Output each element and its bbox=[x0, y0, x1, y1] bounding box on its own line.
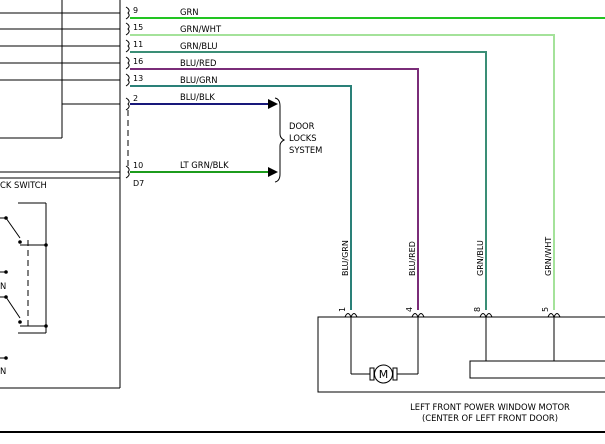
wire-label: BLU/GRN bbox=[180, 75, 218, 85]
motor-inner-box bbox=[469, 360, 605, 379]
vertical-wire-label: GRN/BLU bbox=[476, 240, 485, 276]
motor-subtitle: (CENTER OF LEFT FRONT DOOR) bbox=[422, 413, 558, 423]
motor-brush bbox=[392, 367, 398, 381]
motor-terminal bbox=[411, 313, 425, 319]
connector-bracket bbox=[125, 73, 130, 87]
vertical-wire-label: GRN/WHT bbox=[544, 237, 553, 276]
wire-label: GRN bbox=[180, 7, 199, 17]
wire-grn-blu bbox=[130, 51, 487, 310]
lock-switch-label: CK SWITCH bbox=[0, 180, 47, 190]
wire-label: BLU/RED bbox=[180, 58, 217, 68]
pin-number: 10 bbox=[133, 161, 143, 170]
motor-pin-number: 5 bbox=[541, 307, 550, 312]
connector-bracket bbox=[125, 6, 130, 20]
vertical-wire-label: BLU/GRN bbox=[341, 240, 350, 276]
left-module: CK SWITCH N N bbox=[0, 0, 121, 389]
switch-mark: N bbox=[0, 281, 6, 291]
door-locks-bracket bbox=[274, 97, 286, 183]
motor-title: LEFT FRONT POWER WINDOW MOTOR bbox=[410, 402, 570, 412]
wire-blu-grn bbox=[130, 85, 352, 310]
vertical-wire-label: BLU/RED bbox=[408, 241, 417, 276]
connector-bracket bbox=[125, 97, 130, 111]
motor-terminal bbox=[344, 313, 358, 319]
wires bbox=[130, 17, 605, 310]
wire-label: LT GRN/BLK bbox=[180, 160, 229, 170]
wire-label: GRN/BLU bbox=[180, 41, 218, 51]
motor-box bbox=[317, 316, 605, 393]
door-locks-label: LOCKS bbox=[289, 133, 317, 143]
connector bbox=[125, 6, 130, 179]
door-locks-label: DOOR bbox=[289, 121, 315, 131]
connector-bracket bbox=[125, 39, 130, 53]
motor-pin-number: 8 bbox=[473, 307, 482, 312]
connector-id: D7 bbox=[133, 179, 144, 188]
pin-number: 16 bbox=[133, 57, 143, 66]
window-motor: M bbox=[317, 313, 605, 393]
wire-label: BLU/BLK bbox=[180, 92, 215, 102]
connector-bracket bbox=[125, 165, 130, 179]
wire-grn-wht bbox=[130, 34, 555, 310]
pin-number: 15 bbox=[133, 23, 143, 32]
wire-blu-red bbox=[130, 68, 419, 310]
connector-bracket bbox=[125, 22, 130, 36]
motor-pin-number: 1 bbox=[338, 307, 347, 312]
wire-label: GRN/WHT bbox=[180, 24, 222, 34]
motor-symbol bbox=[374, 364, 393, 384]
switch-mark: N bbox=[0, 366, 6, 376]
motor-terminal bbox=[479, 313, 493, 319]
arrow-head bbox=[268, 167, 278, 177]
motor-letter: M bbox=[379, 368, 389, 381]
connector-bracket bbox=[125, 56, 130, 70]
pin-number: 13 bbox=[133, 74, 143, 83]
motor-brush bbox=[369, 367, 375, 381]
pin-number: 2 bbox=[133, 94, 138, 103]
pin-number: 11 bbox=[133, 40, 143, 49]
arrow-head bbox=[268, 99, 278, 109]
door-locks-label: SYSTEM bbox=[289, 145, 322, 155]
pin-number: 9 bbox=[133, 6, 138, 15]
motor-terminal bbox=[547, 313, 561, 319]
lock-switch-symbol bbox=[0, 202, 48, 360]
motor-pin-number: 4 bbox=[405, 307, 414, 312]
